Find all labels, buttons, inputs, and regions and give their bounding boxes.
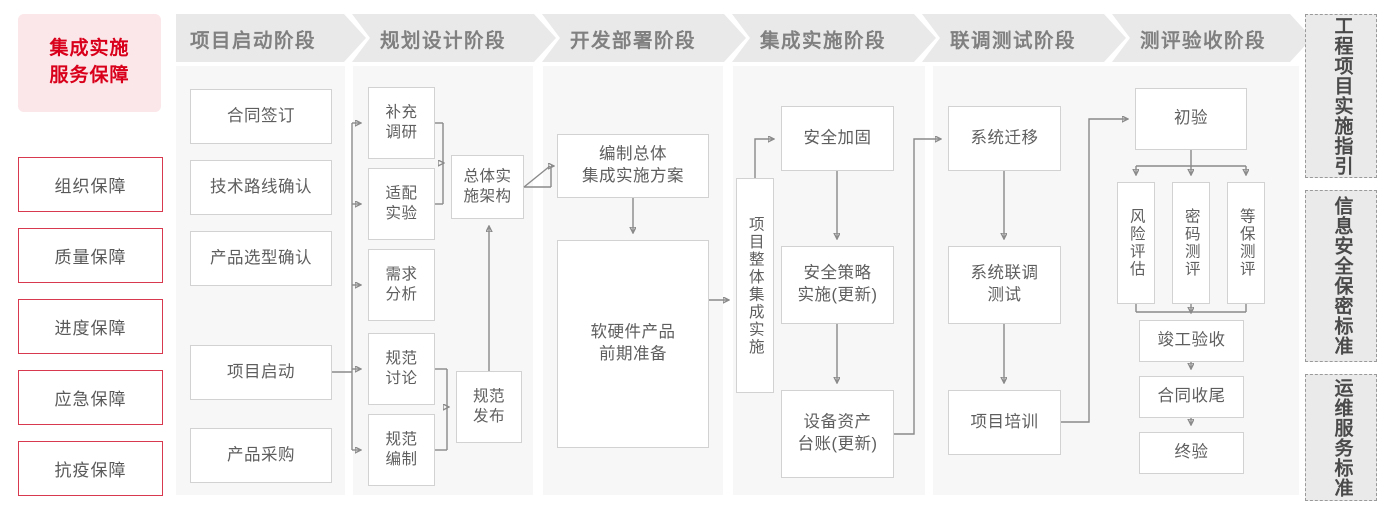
- node-completion-acceptance[interactable]: 竣工验收: [1139, 320, 1244, 362]
- stage-header-planning-design[interactable]: 规划设计阶段: [352, 14, 556, 62]
- stage-header-integration[interactable]: 集成实施阶段: [732, 14, 936, 62]
- guarantee-item-schedule[interactable]: 进度保障: [18, 299, 163, 354]
- node-label-line1: 需求: [385, 265, 418, 283]
- node-label-line1: 适配: [385, 184, 418, 202]
- node-product-purchase[interactable]: 产品采购: [190, 428, 332, 483]
- node-project-training[interactable]: 项目培训: [948, 390, 1061, 455]
- node-label: 项目培训: [970, 412, 1039, 431]
- node-label-line2: 分析: [385, 286, 418, 303]
- standard-label: 工程项目实施指引: [1331, 16, 1353, 176]
- node-label: 安全加固: [803, 128, 872, 147]
- node-product-select[interactable]: 产品选型确认: [190, 231, 332, 286]
- node-joint-debug-test[interactable]: 系统联调测试: [948, 246, 1061, 324]
- node-system-migration[interactable]: 系统迁移: [948, 106, 1061, 171]
- guarantee-item-label: 进度保障: [54, 319, 127, 338]
- standard-label: 运维服务标准: [1331, 377, 1353, 498]
- node-label-line2: 发布: [472, 408, 505, 425]
- node-label-line1: 总体实: [463, 167, 512, 185]
- node-tech-route[interactable]: 技术路线确认: [190, 160, 332, 215]
- node-label: 项目启动: [227, 362, 295, 381]
- stage-header-label: 联调测试阶段: [950, 29, 1077, 52]
- node-spec-discussion[interactable]: 规范讨论: [368, 333, 435, 405]
- node-label: 等保测评: [1237, 208, 1255, 278]
- node-label-line2: 讨论: [385, 370, 418, 387]
- node-crypto-evaluation[interactable]: 密码测评: [1172, 182, 1210, 304]
- node-project-kickoff[interactable]: 项目启动: [190, 345, 332, 400]
- node-grade-protection[interactable]: 等保测评: [1227, 182, 1265, 304]
- guarantee-item-organization[interactable]: 组织保障: [18, 157, 163, 212]
- node-label-line2: 施架构: [463, 188, 512, 205]
- node-overall-integration[interactable]: 项目整体集成实施: [736, 178, 774, 393]
- node-security-hardening[interactable]: 安全加固: [781, 106, 894, 171]
- node-label: 系统迁移: [970, 128, 1039, 147]
- stage-header-label: 规划设计阶段: [380, 29, 507, 52]
- node-label-line1: 规范: [385, 430, 418, 448]
- stage-header-joint-test[interactable]: 联调测试阶段: [922, 14, 1126, 62]
- node-label: 风险评估: [1127, 208, 1145, 278]
- node-spec-release[interactable]: 规范发布: [456, 371, 522, 443]
- node-label: 密码测评: [1182, 208, 1200, 278]
- node-label-line2: 调研: [385, 124, 418, 141]
- standard-infosec[interactable]: 信息安全保密标准: [1305, 190, 1377, 362]
- node-overall-architecture[interactable]: 总体实施架构: [451, 155, 524, 219]
- stage-header-label: 开发部署阶段: [570, 29, 697, 52]
- node-label: 初验: [1174, 109, 1208, 128]
- node-asset-ledger[interactable]: 设备资产台账(更新): [781, 390, 894, 478]
- node-label-line2: 测试: [987, 286, 1022, 304]
- standard-ops-service[interactable]: 运维服务标准: [1305, 374, 1377, 501]
- node-label-line2: 编制: [385, 451, 418, 468]
- node-label: 竣工验收: [1157, 331, 1226, 350]
- node-hw-sw-prep[interactable]: 软硬件产品前期准备: [557, 240, 709, 448]
- node-label-line1: 安全策略: [803, 264, 872, 283]
- stage-header-project-kickoff[interactable]: 项目启动阶段: [176, 14, 366, 62]
- node-label-line2: 前期准备: [599, 345, 667, 363]
- node-overall-plan[interactable]: 编制总体集成实施方案: [557, 134, 709, 198]
- node-initial-acceptance[interactable]: 初验: [1135, 88, 1247, 150]
- node-label-line1: 设备资产: [803, 413, 872, 432]
- node-adaptation-test[interactable]: 适配实验: [368, 168, 435, 240]
- node-label-line2: 实验: [385, 205, 418, 222]
- node-final-acceptance[interactable]: 终验: [1139, 432, 1244, 474]
- node-label: 产品采购: [227, 445, 295, 464]
- stage-header-label: 集成实施阶段: [760, 29, 887, 52]
- node-label-line1: 规范: [472, 387, 505, 405]
- stage-header-label: 测评验收阶段: [1140, 29, 1267, 52]
- node-label-line2: 集成实施方案: [582, 167, 684, 185]
- node-contract-closure[interactable]: 合同收尾: [1139, 376, 1244, 418]
- guarantee-item-label: 质量保障: [54, 248, 127, 267]
- standard-engineering-guide[interactable]: 工程项目实施指引: [1305, 14, 1377, 178]
- node-label-line1: 系统联调: [970, 264, 1039, 283]
- node-label: 合同签订: [227, 106, 295, 125]
- node-label-line1: 补充: [385, 103, 418, 121]
- node-label-line1: 编制总体: [599, 145, 667, 164]
- guarantee-item-label: 组织保障: [54, 177, 127, 196]
- guarantee-item-label: 应急保障: [54, 390, 127, 409]
- node-risk-assessment[interactable]: 风险评估: [1117, 182, 1155, 304]
- guarantee-title-line2: 服务保障: [49, 65, 130, 86]
- guarantee-title: 集成实施 服务保障: [18, 14, 161, 112]
- node-label-line2: 台账(更新): [797, 435, 878, 453]
- standard-label: 信息安全保密标准: [1331, 196, 1353, 356]
- node-label: 合同收尾: [1157, 387, 1226, 406]
- node-label-line1: 规范: [385, 349, 418, 367]
- guarantee-item-epidemic[interactable]: 抗疫保障: [18, 441, 163, 496]
- stage-header-acceptance[interactable]: 测评验收阶段: [1112, 14, 1312, 62]
- node-requirement-analysis[interactable]: 需求分析: [368, 249, 435, 321]
- node-label: 产品选型确认: [210, 248, 312, 267]
- node-contract-sign[interactable]: 合同签订: [190, 89, 332, 144]
- guarantee-title-line1: 集成实施: [49, 38, 130, 60]
- node-label: 项目整体集成实施: [746, 215, 764, 356]
- node-supplement-research[interactable]: 补充调研: [368, 87, 435, 159]
- guarantee-item-quality[interactable]: 质量保障: [18, 228, 163, 283]
- guarantee-item-label: 抗疫保障: [54, 461, 127, 480]
- node-security-policy[interactable]: 安全策略实施(更新): [781, 246, 894, 324]
- node-label-line2: 实施(更新): [797, 286, 878, 304]
- node-label: 终验: [1174, 443, 1209, 462]
- node-label: 技术路线确认: [210, 177, 312, 196]
- node-label-line1: 软硬件产品: [590, 323, 676, 342]
- stage-header-dev-deploy[interactable]: 开发部署阶段: [542, 14, 746, 62]
- node-spec-drafting[interactable]: 规范编制: [368, 414, 435, 486]
- guarantee-item-emergency[interactable]: 应急保障: [18, 370, 163, 425]
- stage-header-label: 项目启动阶段: [190, 29, 317, 52]
